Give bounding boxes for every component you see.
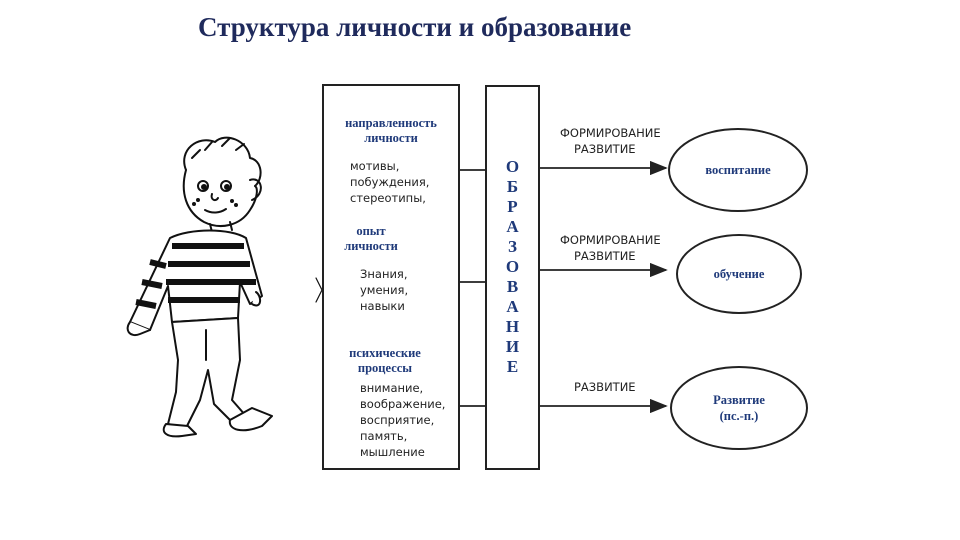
experience-heading-line1: опыт	[356, 224, 386, 238]
outcome-upbringing: воспитание	[668, 128, 808, 212]
letter: Б	[506, 177, 519, 196]
letter: О	[505, 157, 520, 176]
letter: Р	[507, 197, 518, 216]
arrow-label-line: РАЗВИТИЕ	[574, 380, 636, 394]
arrow-label-2: ФОРМИРОВАНИЕ РАЗВИТИЕ	[560, 232, 661, 264]
letter: Е	[506, 357, 519, 376]
personality-structure-box: направленность личности мотивы, побужден…	[322, 84, 460, 470]
letter: О	[505, 257, 520, 276]
section-experience-heading: опыт личности	[324, 224, 418, 254]
processes-item: воображение,	[360, 397, 446, 411]
processes-heading-line1: психические	[349, 346, 421, 360]
experience-items: Знания, умения, навыки	[360, 266, 408, 314]
processes-item: память,	[360, 429, 408, 443]
processes-heading-line2: процессы	[357, 361, 413, 375]
experience-item: умения,	[360, 283, 409, 297]
education-box: О Б Р А З О В А Н И Е	[485, 85, 540, 470]
processes-item: мышление	[360, 445, 425, 459]
processes-item: восприятие,	[360, 413, 435, 427]
arrow-label-line: РАЗВИТИЕ	[574, 142, 636, 156]
letter: В	[506, 277, 519, 296]
orientation-item: стереотипы,	[350, 191, 426, 205]
processes-item: внимание,	[360, 381, 424, 395]
section-processes-heading: психические процессы	[324, 346, 446, 376]
outcome-label: Развитие (пс.-п.)	[713, 392, 765, 424]
outcome-development: Развитие (пс.-п.)	[670, 366, 808, 450]
orientation-heading-line1: направленность	[345, 116, 437, 130]
letter: З	[508, 237, 517, 256]
letter: И	[505, 337, 520, 356]
outcome-label: воспитание	[705, 163, 771, 177]
outcome-label-line: (пс.-п.)	[719, 409, 759, 423]
orientation-item: побуждения,	[350, 175, 430, 189]
outcome-learning: обучение	[676, 234, 802, 314]
arrow-label-1: ФОРМИРОВАНИЕ РАЗВИТИЕ	[560, 125, 661, 157]
arrow-label-3: РАЗВИТИЕ	[574, 379, 636, 395]
experience-item: навыки	[360, 299, 405, 313]
arrow-label-line: РАЗВИТИЕ	[574, 249, 636, 263]
processes-items: внимание, воображение, восприятие, памят…	[360, 380, 445, 460]
outcome-label: обучение	[713, 267, 765, 281]
orientation-heading-line2: личности	[364, 131, 418, 145]
education-vertical-word: О Б Р А З О В А Н И Е	[487, 157, 538, 377]
page-title: Структура личности и образование	[198, 12, 632, 42]
experience-item: Знания,	[360, 267, 408, 281]
letter: А	[506, 297, 519, 316]
letter: Н	[505, 317, 520, 336]
arrow-label-line: ФОРМИРОВАНИЕ	[560, 126, 661, 140]
arrow-label-line: ФОРМИРОВАНИЕ	[560, 233, 661, 247]
orientation-items: мотивы, побуждения, стереотипы,	[350, 158, 429, 206]
experience-heading-line2: личности	[344, 239, 398, 253]
outcome-label-line: Развитие	[713, 393, 765, 407]
section-orientation-heading: направленность личности	[324, 116, 458, 146]
orientation-item: мотивы,	[350, 159, 400, 173]
letter: А	[506, 217, 519, 236]
